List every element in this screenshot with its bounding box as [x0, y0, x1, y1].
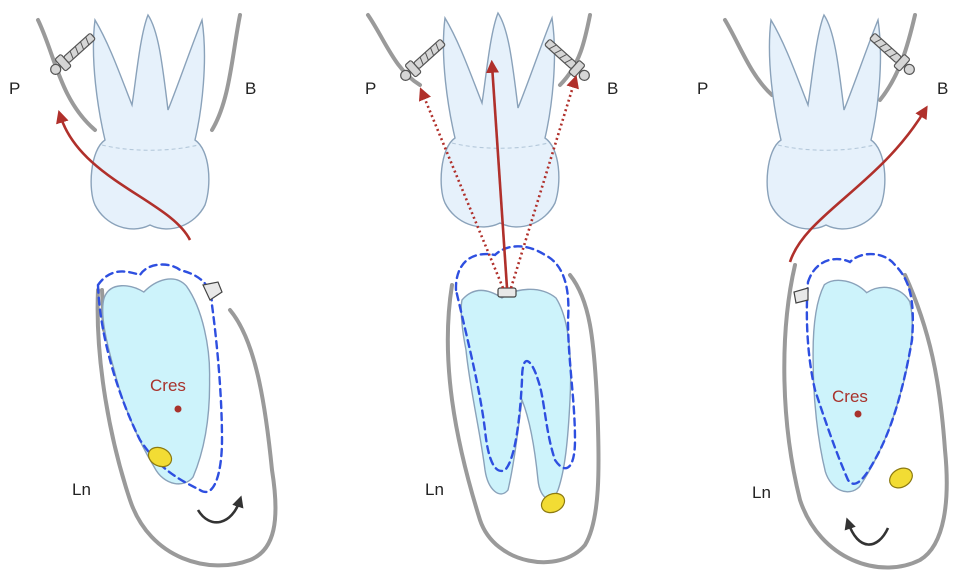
bracket-icon — [203, 282, 222, 300]
right-label-ln: Ln — [752, 483, 771, 502]
right-pad — [886, 464, 916, 492]
right-upper-tooth — [767, 15, 885, 229]
right-cres-marker — [855, 411, 862, 418]
center-lower-tooth — [461, 289, 570, 498]
left-cres-marker — [175, 406, 182, 413]
panel-right: P B Cres Ln — [697, 15, 948, 568]
right-label-palatal: P — [697, 79, 708, 98]
bracket-icon — [794, 288, 808, 303]
rotation-arrow-icon — [198, 500, 240, 522]
miniscrew-icon — [47, 30, 99, 79]
left-label-cres: Cres — [150, 376, 186, 395]
right-label-buccal: B — [937, 79, 948, 98]
left-label-palatal: P — [9, 79, 20, 98]
bracket-icon — [498, 288, 516, 297]
panel-center: P B Ln — [365, 13, 618, 562]
left-label-ln: Ln — [72, 480, 91, 499]
right-label-cres: Cres — [832, 387, 868, 406]
center-label-ln: Ln — [425, 480, 444, 499]
rotation-arrow-icon — [848, 522, 888, 545]
left-label-buccal: B — [245, 79, 256, 98]
panel-left: P B Cres Ln — [9, 15, 276, 565]
center-label-buccal: B — [607, 79, 618, 98]
left-upper-tooth — [91, 15, 209, 229]
miniscrew-icon — [397, 36, 449, 85]
center-label-palatal: P — [365, 79, 376, 98]
